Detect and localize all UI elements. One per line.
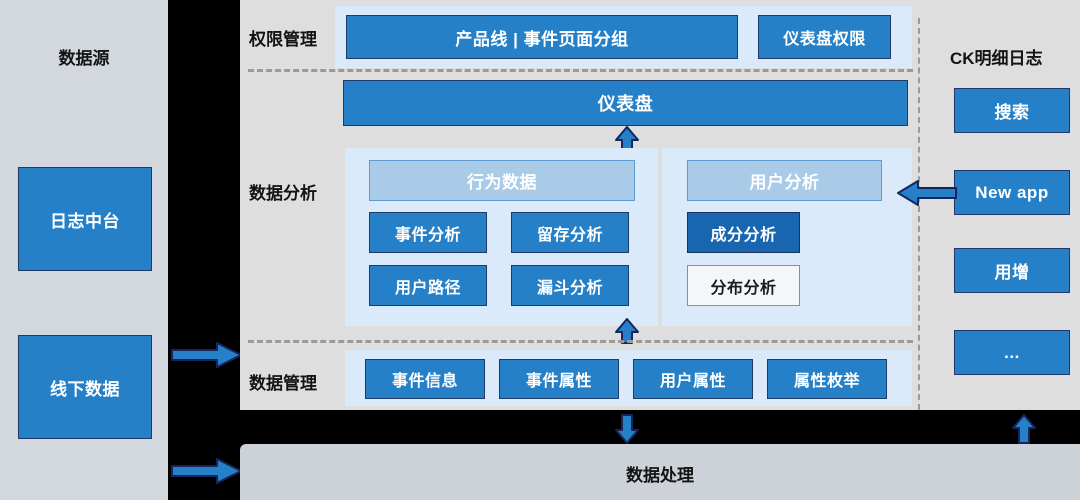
dashboard-box[interactable]: 仪表盘 bbox=[343, 80, 908, 126]
row-label-permission: 权限管理 bbox=[249, 30, 317, 49]
arrow-management-to-processing bbox=[615, 414, 639, 444]
main-architecture-panel: 权限管理 产品线 | 事件页面分组 仪表盘权限 仪表盘 数据分析 行为数据 事件… bbox=[240, 0, 1080, 410]
arrow-processing-to-ck bbox=[1012, 414, 1036, 444]
management-box-attribute-enum[interactable]: 属性枚举 bbox=[767, 359, 887, 399]
permission-box-product-line[interactable]: 产品线 | 事件页面分组 bbox=[346, 15, 738, 59]
arrow-source-to-processing bbox=[171, 458, 243, 484]
ck-item-new-app[interactable]: New app bbox=[954, 170, 1070, 215]
arrow-management-to-analysis bbox=[615, 318, 639, 344]
analysis-group-behavior: 行为数据 事件分析 留存分析 用户路径 漏斗分析 bbox=[345, 148, 658, 326]
row-label-analysis: 数据分析 bbox=[249, 184, 317, 203]
permission-group-container: 产品线 | 事件页面分组 仪表盘权限 bbox=[335, 6, 912, 68]
divider-analysis-management bbox=[248, 340, 913, 343]
analysis-group-header-behavior: 行为数据 bbox=[369, 160, 635, 201]
vertical-dashed-divider bbox=[918, 18, 920, 410]
arrow-newapp-to-useranalysis bbox=[897, 180, 957, 206]
ck-log-title: CK明细日志 bbox=[950, 49, 1043, 68]
analysis-box-retention-analysis[interactable]: 留存分析 bbox=[511, 212, 629, 253]
source-item-offline-data[interactable]: 线下数据 bbox=[18, 335, 152, 439]
data-processing-panel: 数据处理 bbox=[240, 444, 1080, 500]
analysis-box-composition-analysis[interactable]: 成分分析 bbox=[687, 212, 800, 253]
arrow-offline-to-main bbox=[171, 342, 243, 368]
management-group-container: 事件信息 事件属性 用户属性 属性枚举 bbox=[345, 350, 912, 406]
data-processing-label: 数据处理 bbox=[626, 466, 694, 485]
analysis-group-header-user: 用户分析 bbox=[687, 160, 882, 201]
analysis-box-event-analysis[interactable]: 事件分析 bbox=[369, 212, 487, 253]
ck-item-growth[interactable]: 用增 bbox=[954, 248, 1070, 293]
ck-item-search[interactable]: 搜索 bbox=[954, 88, 1070, 133]
management-box-user-attribute[interactable]: 用户属性 bbox=[633, 359, 753, 399]
data-source-title: 数据源 bbox=[58, 49, 110, 68]
analysis-box-distribution-analysis[interactable]: 分布分析 bbox=[687, 265, 800, 306]
management-box-event-info[interactable]: 事件信息 bbox=[365, 359, 485, 399]
source-item-log-platform[interactable]: 日志中台 bbox=[18, 167, 152, 271]
divider-permission-analysis bbox=[248, 69, 913, 72]
row-label-management: 数据管理 bbox=[249, 374, 317, 393]
permission-box-dashboard-permission[interactable]: 仪表盘权限 bbox=[758, 15, 891, 59]
ck-item-more[interactable]: ... bbox=[954, 330, 1070, 375]
analysis-box-funnel-analysis[interactable]: 漏斗分析 bbox=[511, 265, 629, 306]
data-source-panel: 数据源 日志中台 线下数据 bbox=[0, 0, 168, 500]
analysis-group-user: 用户分析 成分分析 分布分析 bbox=[662, 148, 912, 326]
analysis-box-user-path[interactable]: 用户路径 bbox=[369, 265, 487, 306]
management-box-event-attribute[interactable]: 事件属性 bbox=[499, 359, 619, 399]
